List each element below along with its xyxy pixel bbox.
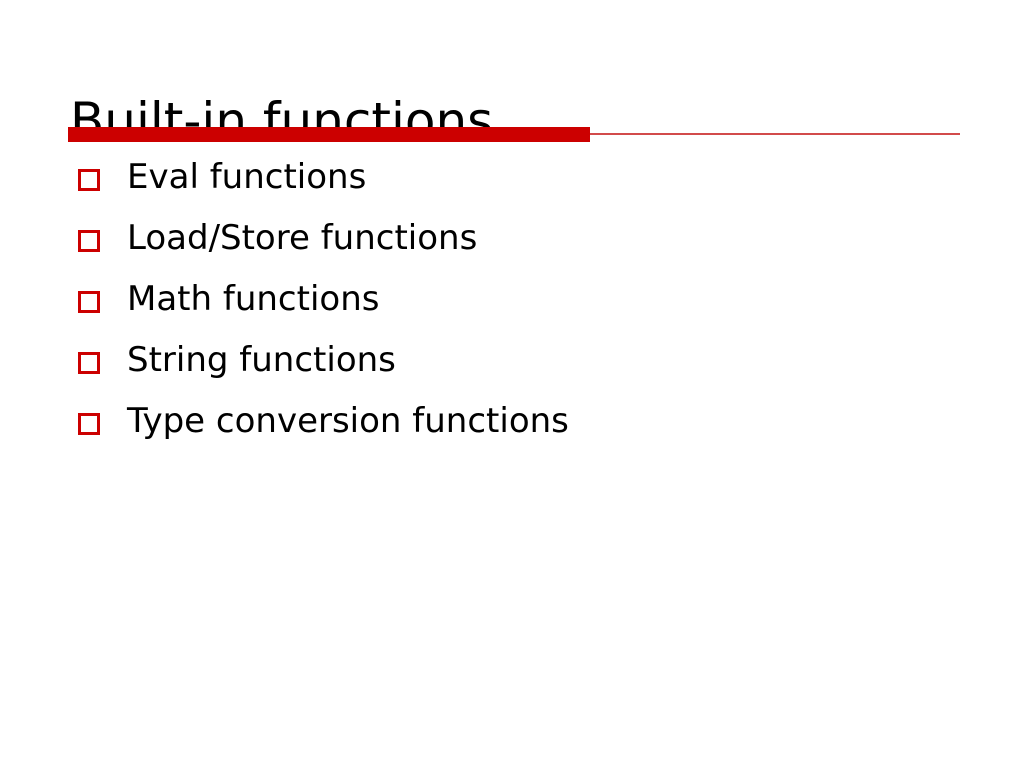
list-item: String functions <box>78 338 978 399</box>
title-divider <box>68 127 960 142</box>
list-item-label: Type conversion functions <box>127 401 569 441</box>
list-item-label: Eval functions <box>127 157 367 197</box>
list-item: Eval functions <box>78 155 978 216</box>
square-bullet-icon <box>78 291 100 313</box>
title-divider-thick-bar <box>68 127 590 142</box>
list-item: Type conversion functions <box>78 399 978 460</box>
square-bullet-icon <box>78 352 100 374</box>
list-item: Math functions <box>78 277 978 338</box>
bullet-list: Eval functions Load/Store functions Math… <box>78 155 978 460</box>
list-item-label: Math functions <box>127 279 380 319</box>
square-bullet-icon <box>78 230 100 252</box>
list-item-label: String functions <box>127 340 396 380</box>
list-item: Load/Store functions <box>78 216 978 277</box>
square-bullet-icon <box>78 169 100 191</box>
square-bullet-icon <box>78 413 100 435</box>
list-item-label: Load/Store functions <box>127 218 478 258</box>
